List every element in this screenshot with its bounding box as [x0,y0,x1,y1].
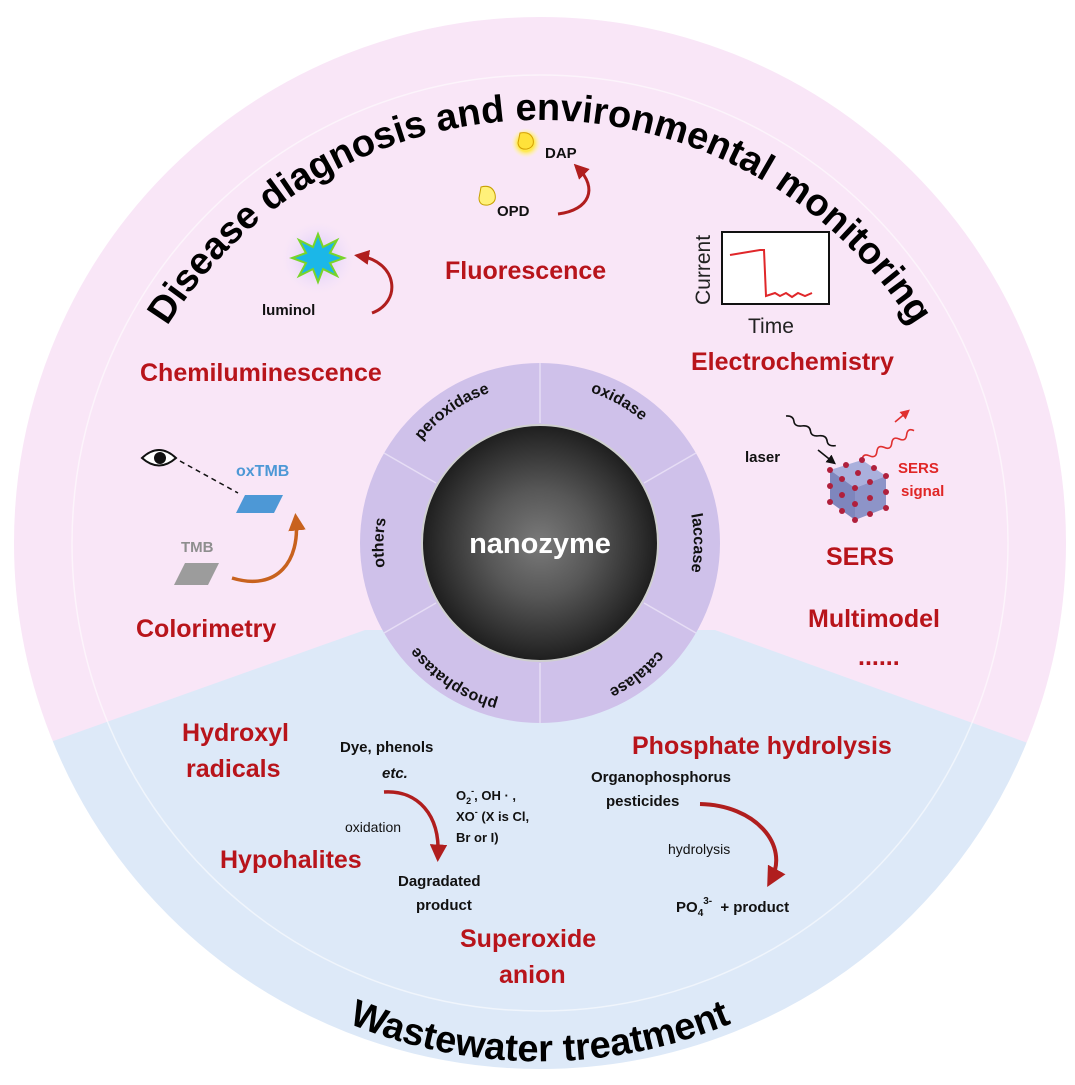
superoxide-label-line2: anion [499,961,566,989]
laser-label: laser [745,449,780,466]
current-trace [729,249,813,299]
current-time-plot [721,231,830,305]
multimodel-label: Multimodel [808,605,940,633]
oxtmb-card [236,495,283,513]
hydroxyl-label-line2: radicals [186,755,281,783]
species-line3: Br or I) [456,830,499,845]
time-axis-label: Time [748,315,794,338]
dap-droplet-icon [517,132,534,150]
substrate-line2: etc. [382,765,408,782]
luminol-burst-icon [289,231,347,285]
sers-cube-icon [827,457,889,523]
pesticides-line2: pesticides [606,793,679,810]
outer-disc-border [12,15,1068,1071]
fluorescence-panel: DAP OPD Fluorescence [445,128,606,285]
species-line1: O2-, OH · , [456,786,516,806]
sers-panel: laser SERS signal SERS Multimodel ...... [745,409,944,671]
enzyme-others: others [370,516,389,568]
oxtmb-label: oxTMB [236,463,289,480]
sers-signal-line2: signal [901,483,944,500]
nanozyme-core [421,424,659,662]
electrochemistry-panel: Current Time Electrochemistry [691,231,894,376]
sers-title: SERS [826,543,894,571]
hydroxyl-label-line1: Hydroxyl [182,719,289,747]
view-line [179,460,239,494]
wastewater-panel: Hydroxyl radicals Hypohalites Superoxide… [182,719,892,989]
sers-signal-line1: SERS [898,460,939,477]
chemiluminescence-panel: luminol Chemiluminescence [140,222,394,387]
opd-label: OPD [497,203,530,220]
luminol-label: luminol [262,302,315,319]
hydrolysis-label: hydrolysis [668,841,730,857]
colorimetry-arrow [231,513,306,584]
degraded-line2: product [416,897,472,914]
current-axis-label: Current [692,235,715,305]
chemiluminescence-arrow [354,250,394,315]
colorimetry-panel: oxTMB TMB Colorimetry [136,449,306,643]
hypohalites-label: Hypohalites [220,846,362,874]
tmb-card [174,563,219,585]
dap-label: DAP [545,145,577,162]
colorimetry-title: Colorimetry [136,615,276,643]
phosphate-hydrolysis-label: Phosphate hydrolysis [632,732,892,760]
sers-signal-wave [861,428,915,461]
po4-product-label: PO43- + product [676,896,789,919]
tmb-label: TMB [181,539,214,556]
laser-wave [785,415,836,447]
nanozyme-label: nanozyme [469,528,611,560]
degraded-line1: Dagradated [398,873,481,890]
more-methods-ellipsis: ...... [858,643,900,671]
chemiluminescence-title: Chemiluminescence [140,359,382,387]
substrate-line1: Dye, phenols [340,739,433,756]
hydrolysis-arrow [699,802,786,888]
species-line2: XO- (X is Cl, [456,807,529,824]
eye-icon [140,449,178,467]
oxidation-label: oxidation [345,819,401,835]
pesticides-line1: Organophosphorus [591,769,731,786]
opd-droplet-icon [478,185,496,206]
fluorescence-arrow [557,163,591,216]
fluorescence-title: Fluorescence [445,257,606,285]
oxidation-arrow [383,790,448,862]
electrochemistry-title: Electrochemistry [691,348,894,376]
enzyme-laccase: laccase [687,512,707,574]
superoxide-label-line1: Superoxide [460,925,596,953]
